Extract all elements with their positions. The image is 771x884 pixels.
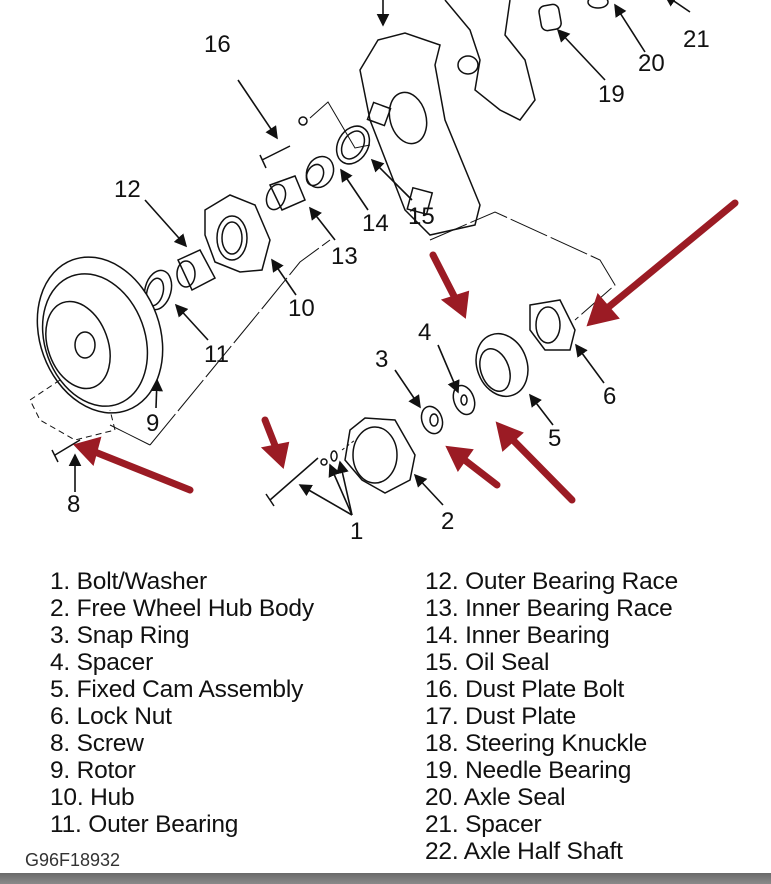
legend-item: 13. Inner Bearing Race (425, 595, 673, 622)
lock-nut-part (529, 299, 576, 351)
axle-seal-part (587, 0, 609, 9)
legend-item: 5. Fixed Cam Assembly (50, 676, 304, 703)
legend-item: 12. Outer Bearing Race (425, 568, 678, 595)
legend-item: 21. Spacer (425, 811, 542, 838)
legend-item: 6. Lock Nut (50, 703, 172, 730)
legend-item: 1. Bolt/Washer (50, 568, 207, 595)
legend-item: 3. Snap Ring (50, 622, 190, 649)
red-arrow-bolt (260, 416, 290, 469)
callout-5: 5 (548, 425, 561, 452)
legend-item: 18. Steering Knuckle (425, 730, 648, 757)
legend-item: 2. Free Wheel Hub Body (50, 595, 314, 622)
inner-bearing-race-part (268, 175, 306, 211)
callout-15: 15 (408, 203, 435, 230)
leader-arrows (68, 0, 691, 516)
bottom-bar (0, 873, 771, 884)
callout-19: 19 (598, 81, 625, 108)
red-arrow-screw (73, 436, 194, 494)
callout-4: 4 (418, 319, 431, 346)
dust-plate-bolt-part (259, 145, 291, 169)
inner-bearing-part (305, 155, 335, 189)
figure-id: G96F18932 (25, 850, 121, 870)
legend-item: 11. Outer Bearing (50, 811, 239, 838)
dust-plate-part (359, 32, 481, 236)
legend-item: 8. Screw (50, 730, 144, 757)
rotor-part (36, 256, 164, 414)
bolt-washer-part (265, 457, 319, 507)
callout-13: 13 (331, 243, 358, 270)
callout-8: 8 (67, 491, 80, 518)
legend-item: 16. Dust Plate Bolt (425, 676, 625, 703)
callout-9: 9 (146, 410, 159, 437)
fixed-cam-part (475, 332, 529, 398)
callout-21: 21 (683, 26, 710, 53)
legend-item: 22. Axle Half Shaft (425, 838, 623, 865)
callout-11: 11 (204, 341, 229, 368)
callout-10: 10 (288, 295, 315, 322)
spacer-part (452, 384, 476, 416)
callout-6: 6 (603, 383, 616, 410)
steering-knuckle-part (444, 0, 536, 121)
snap-ring-part (420, 405, 444, 435)
exploded-hub-diagram: 16 21 20 19 12 15 14 13 10 11 4 3 6 9 5 … (29, 0, 739, 545)
screw-part (51, 439, 81, 463)
callout-20: 20 (638, 50, 665, 77)
callout-14: 14 (362, 210, 389, 237)
red-arrow-fixed-cam (495, 421, 576, 504)
legend-item: 19. Needle Bearing (425, 757, 632, 784)
callout-2: 2 (441, 508, 454, 535)
legend-item: 20. Axle Seal (425, 784, 566, 811)
callout-3: 3 (375, 346, 388, 373)
hub-part (204, 194, 271, 273)
needle-bearing-part (538, 3, 562, 32)
legend-item: 14. Inner Bearing (425, 622, 610, 649)
legend-item: 17. Dust Plate (425, 703, 577, 730)
legend-item: 10. Hub (50, 784, 135, 811)
red-arrow-spacer (429, 251, 470, 319)
parts-legend-right: 12. Outer Bearing Race 13. Inner Bearing… (425, 568, 678, 865)
legend-item: 4. Spacer (50, 649, 154, 676)
callout-1: 1 (350, 518, 363, 545)
red-arrow-lock-nut (586, 199, 739, 327)
callout-12: 12 (114, 176, 141, 203)
free-wheel-hub-body-part (344, 417, 416, 494)
legend-item: 9. Rotor (50, 757, 136, 784)
red-arrow-snap-ring (445, 445, 501, 489)
legend-item: 15. Oil Seal (425, 649, 550, 676)
outer-bearing-race-part (177, 249, 217, 292)
callout-16: 16 (204, 31, 231, 58)
oil-seal-part (335, 125, 371, 165)
parts-legend-left: 1. Bolt/Washer 2. Free Wheel Hub Body 3.… (50, 568, 314, 838)
